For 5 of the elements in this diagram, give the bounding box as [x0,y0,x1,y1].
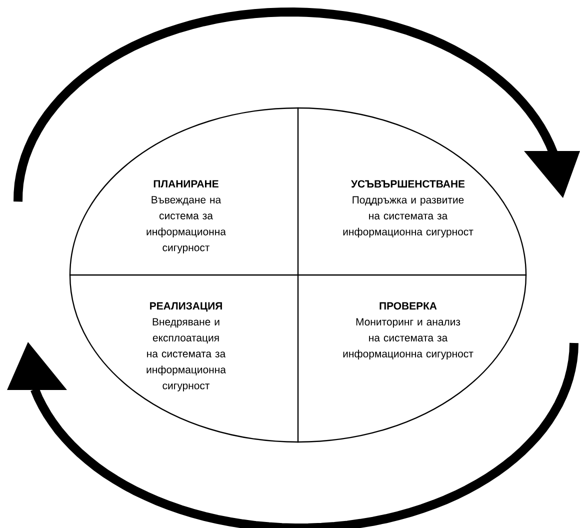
quadrant-ellipse [69,107,527,443]
quadrant-text: РЕАЛИЗАЦИЯ Внедряване и експлоатация на системата за информационна сигурност [146,302,226,392]
quadrant-text: ПЛАНИРАНЕ Въвеждане на система за информационна сигурност [146,180,226,254]
quadrant-text: УСЪВЪРШЕНСТВАНЕ Поддръжка и развитие на системата за информационна сигурност [343,180,474,238]
quadrant-text: ПРОВЕРКА Мониторинг и анализ на системата за информационна сигурност [343,302,474,360]
